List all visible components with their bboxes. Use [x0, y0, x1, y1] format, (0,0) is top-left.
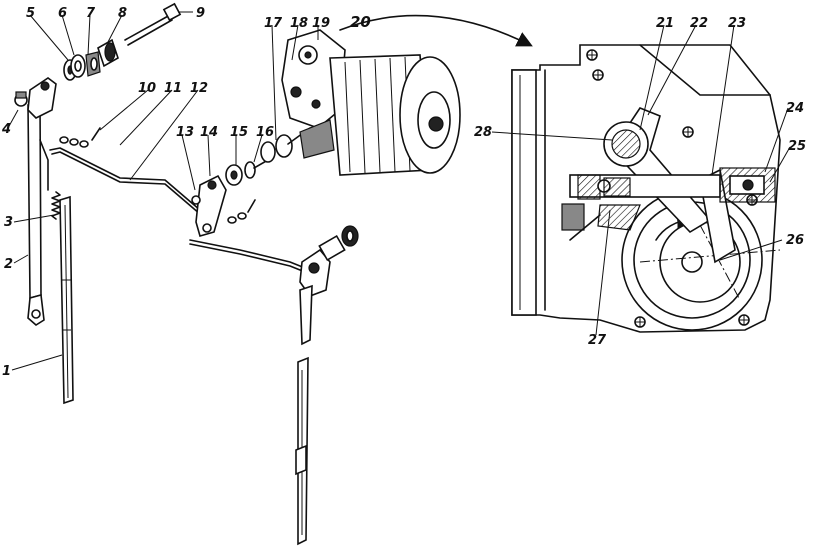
callout-5: 5 [26, 6, 35, 21]
callout-12: 12 [190, 81, 208, 96]
motor-gearbox-19 [281, 29, 346, 129]
callout-18: 18 [290, 16, 308, 31]
callout-24: 24 [786, 101, 804, 116]
callout-8: 8 [118, 6, 127, 21]
motor-housing-20 [329, 54, 461, 176]
callout-20: 20 [350, 13, 371, 31]
connecting-rod-11 [49, 147, 201, 215]
crank-fastener-parts [227, 199, 256, 224]
left-arm-pivot-head [14, 77, 57, 119]
callout-3: 3 [4, 215, 13, 230]
callout-11: 11 [164, 81, 182, 96]
callout-10: 10 [138, 81, 156, 96]
callout-16: 16 [256, 125, 274, 140]
leader-lines [7, 11, 791, 371]
callout-19: 19 [312, 16, 330, 31]
right-wiper-blade [295, 356, 309, 546]
spindle-nut-7 [85, 51, 101, 77]
callout-1: 1 [2, 364, 11, 379]
callout-21: 21 [656, 16, 674, 31]
callout-labels: 1 2 3 4 5 6 7 8 9 10 11 12 13 14 15 16 1… [1, 6, 806, 379]
callout-7: 7 [86, 6, 96, 21]
callout-14: 14 [200, 125, 218, 140]
cross-section-view [511, 44, 781, 333]
callout-6: 6 [58, 6, 67, 21]
callout-22: 22 [690, 16, 708, 31]
crank-lever-14 [191, 174, 227, 237]
callout-2: 2 [4, 257, 13, 272]
curved-reference-arrow [339, 14, 533, 47]
crank-washer-16 [244, 159, 269, 179]
right-wiper-pivot [299, 225, 359, 297]
callout-4: 4 [1, 122, 11, 137]
callout-15: 15 [230, 125, 248, 140]
left-arm-spring [51, 191, 61, 220]
callout-26: 26 [786, 233, 804, 248]
callout-17: 17 [264, 16, 283, 31]
left-wiper-arm [27, 100, 49, 326]
callout-27: 27 [588, 333, 607, 348]
crank-bushing-15 [225, 164, 243, 186]
left-wiper-blade [59, 195, 74, 405]
callout-28: 28 [474, 125, 492, 140]
spindle-bushing-8 [97, 38, 119, 68]
spindle-washer-6 [70, 54, 86, 78]
motor-output-shaft-17 [260, 119, 335, 163]
callout-13: 13 [176, 125, 194, 140]
spindle-shaft-9 [124, 2, 182, 46]
right-wiper-arm [299, 284, 313, 346]
small-parts-10 [59, 127, 101, 148]
callout-25: 25 [788, 139, 806, 154]
callout-9: 9 [196, 6, 205, 21]
connecting-rod-12 [189, 239, 311, 275]
callout-23: 23 [728, 16, 746, 31]
